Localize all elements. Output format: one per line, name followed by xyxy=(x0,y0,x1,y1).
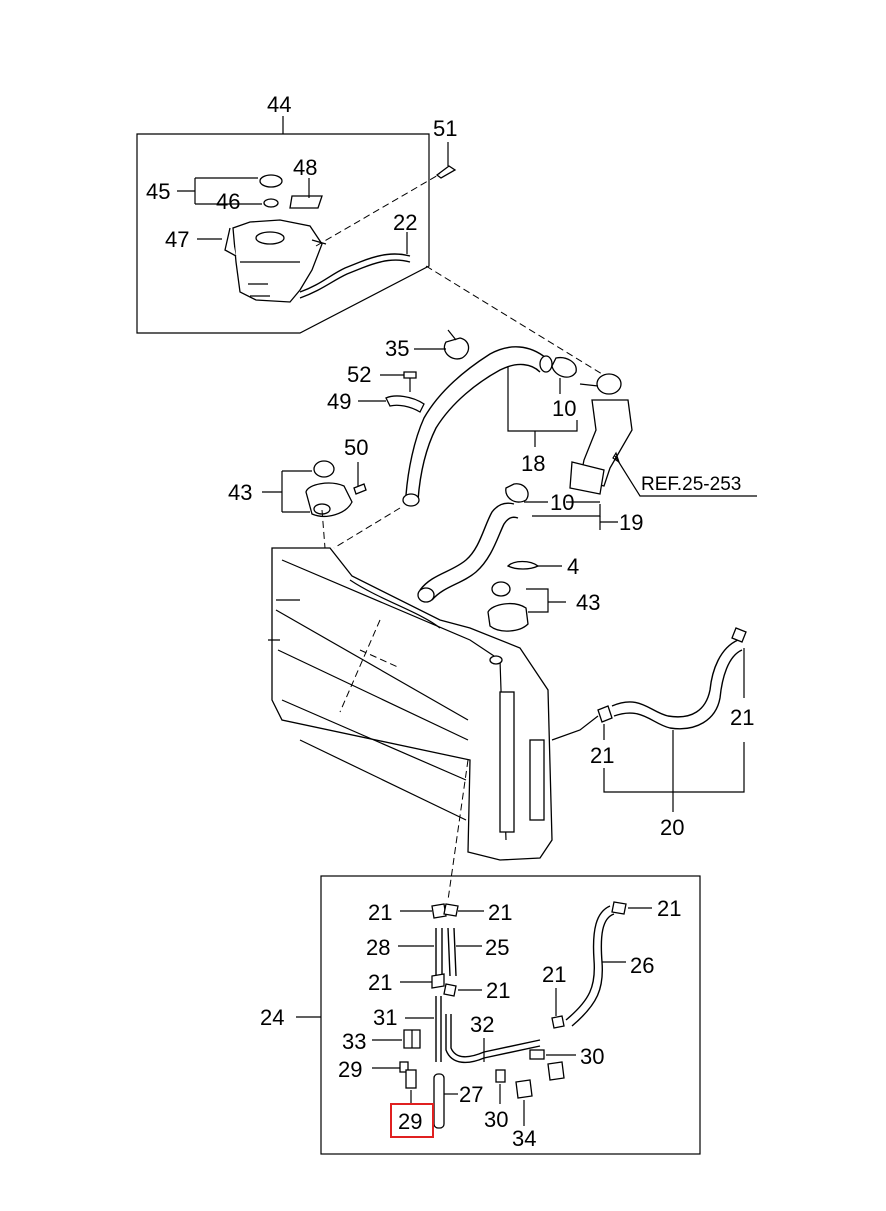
label-21-right-low: 21 xyxy=(542,962,566,987)
cap-seal xyxy=(263,198,279,208)
label-29-highlighted: 29 xyxy=(398,1109,422,1134)
heater-hose-20 xyxy=(611,639,743,730)
reservoir-cap xyxy=(259,174,283,188)
label-44: 44 xyxy=(267,92,291,117)
label-28: 28 xyxy=(366,935,390,960)
lower-hose xyxy=(417,502,519,603)
label-50: 50 xyxy=(344,435,368,460)
label-21-right: 21 xyxy=(730,705,754,730)
label-26: 26 xyxy=(630,953,654,978)
overflow-hose xyxy=(299,253,411,293)
lower-leaders xyxy=(372,907,652,1126)
label-30-low: 30 xyxy=(484,1107,508,1132)
label-22: 22 xyxy=(393,210,417,235)
hose-clamp-21b xyxy=(731,627,747,643)
label-30-right: 30 xyxy=(580,1044,604,1069)
clamp-21-right-top xyxy=(611,901,627,915)
label-24: 24 xyxy=(260,1005,284,1030)
hose-clamp-10-lower xyxy=(505,483,529,503)
fitting-29-upper xyxy=(399,1061,409,1073)
upper-hose xyxy=(402,346,553,507)
hose-clamp-35 xyxy=(443,337,470,360)
upper-mount-43 xyxy=(305,460,353,517)
hose-26 xyxy=(565,905,615,1027)
label-10-upper: 10 xyxy=(552,396,576,421)
hose-27 xyxy=(433,1073,445,1129)
label-21-mid-right: 21 xyxy=(486,978,510,1003)
label-4: 4 xyxy=(567,554,579,579)
clamp-21-top-right xyxy=(443,903,459,917)
label-33: 33 xyxy=(342,1029,366,1054)
transmission-cooler-box xyxy=(320,875,701,1155)
hose-clamp-10-upper xyxy=(551,356,577,378)
clamp-21-right-low xyxy=(551,1015,565,1029)
label-48: 48 xyxy=(293,155,317,180)
label-31: 31 xyxy=(373,1005,397,1030)
bracket-34b xyxy=(547,1061,565,1081)
reservoir-label-plate xyxy=(289,195,323,209)
label-32: 32 xyxy=(470,1012,494,1037)
callout-labels: 44 51 48 45 46 47 22 35 52 49 10 18 50 4… xyxy=(146,92,754,1151)
label-34: 34 xyxy=(512,1126,536,1151)
label-10-lower: 10 xyxy=(550,490,574,515)
bolt-52 xyxy=(403,371,417,379)
tube-31 xyxy=(435,996,442,1062)
clamp-21-mid-left xyxy=(431,973,445,989)
bracket-34 xyxy=(515,1079,533,1099)
label-47: 47 xyxy=(165,227,189,252)
label-20: 20 xyxy=(660,815,684,840)
hose-clamp-21a xyxy=(597,705,613,723)
label-45: 45 xyxy=(146,179,170,204)
radiator xyxy=(268,547,553,861)
clamp-21-mid-right xyxy=(443,983,457,997)
bolt xyxy=(435,165,457,179)
top-leaders xyxy=(177,142,449,254)
label-35: 35 xyxy=(385,336,409,361)
hose-25 xyxy=(447,927,457,977)
bolt-50 xyxy=(353,483,367,495)
thermostat-housing xyxy=(569,373,633,495)
label-51: 51 xyxy=(433,116,457,141)
label-21-top-right: 21 xyxy=(488,900,512,925)
label-46: 46 xyxy=(216,189,240,214)
label-43-lower: 43 xyxy=(576,590,600,615)
label-19: 19 xyxy=(619,510,643,535)
fitting-30-right xyxy=(529,1049,545,1060)
reservoir-group-box xyxy=(136,116,430,334)
hose-28 xyxy=(435,928,443,976)
label-21-hose26: 21 xyxy=(657,896,681,921)
label-21-left: 21 xyxy=(590,743,614,768)
label-25: 25 xyxy=(485,935,509,960)
highlight-box-29 xyxy=(390,1103,434,1138)
fitting-30-low xyxy=(495,1069,506,1083)
label-52: 52 xyxy=(347,362,371,387)
label-29-left: 29 xyxy=(338,1057,362,1082)
fitting-29-lower xyxy=(405,1069,417,1089)
clamp-21-top-left xyxy=(431,903,447,919)
clip-4 xyxy=(506,560,540,570)
label-49: 49 xyxy=(327,389,351,414)
ref-25-253: REF.25-253 xyxy=(641,474,741,495)
label-27: 27 xyxy=(459,1082,483,1107)
label-21-mid-left: 21 xyxy=(368,970,392,995)
upper-leaders xyxy=(358,348,757,497)
reservoir-tank xyxy=(224,219,327,303)
bracket-49 xyxy=(385,395,425,413)
lower-mount-43 xyxy=(487,581,529,632)
label-18: 18 xyxy=(521,451,545,476)
label-43-upper: 43 xyxy=(228,480,252,505)
label-21-top-left: 21 xyxy=(368,900,392,925)
